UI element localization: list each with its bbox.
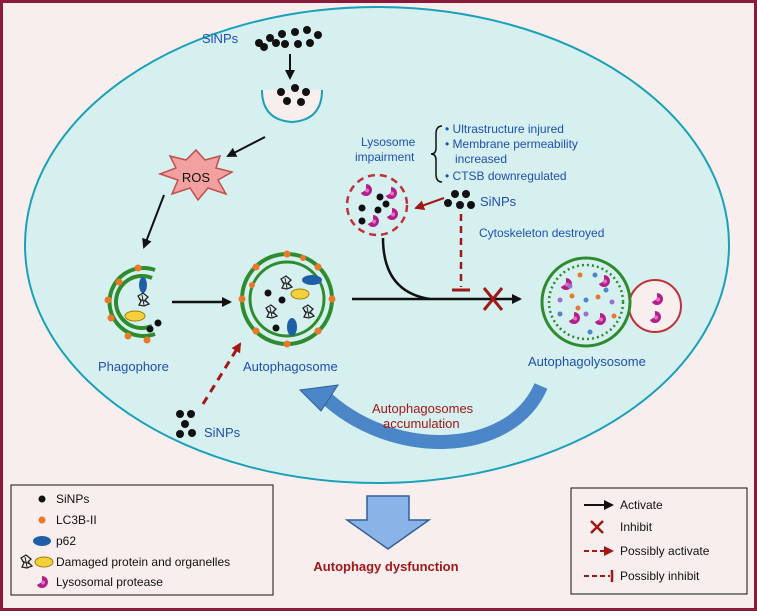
legend-left-label-4: Lysosomal protease: [56, 575, 163, 589]
autophagolysosome-label: Autophagolysosome: [528, 354, 646, 369]
sinps-to-ros-arrow: [226, 136, 266, 157]
ros-to-phagophore-arrow: [142, 194, 165, 249]
endocytic-pit: [261, 89, 323, 124]
ros-label: ROS: [182, 170, 211, 185]
lysosome-impairment-label-line1: Lysosome: [361, 135, 416, 149]
cytoskeleton-label: Cytoskeleton destroyed: [479, 226, 604, 240]
ros-starburst: [157, 148, 234, 202]
bullet-ctsb: • CTSB downregulated: [445, 169, 567, 183]
dysfunction-down-arrow: [344, 495, 432, 550]
legend-right-label-3: Possibly inhibit: [620, 569, 700, 583]
phagophore-label: Phagophore: [98, 359, 169, 374]
legend-left-label-1: LC3B-II: [56, 513, 97, 527]
accumulation-curve: [318, 382, 548, 449]
autophagosome: [238, 250, 336, 348]
accumulation-label-line1: Autophagosomes: [372, 401, 474, 416]
sinps-top-label: SiNPs: [202, 31, 239, 46]
sinp-dot-icon: [38, 495, 46, 503]
legend-right-label-1: Inhibit: [620, 520, 653, 534]
phagophore: [104, 264, 162, 344]
autophagosome-label: Autophagosome: [243, 359, 338, 374]
possibly-activate-arrow: [201, 342, 242, 405]
bullet-permeability-line1: • Membrane permeability: [445, 137, 578, 151]
sinps-to-lysosome-arrow: [414, 197, 445, 211]
legend-left-label-3: Damaged protein and organelles: [56, 555, 230, 569]
inhibit-x-icon: [482, 287, 504, 311]
autophagolysosome: [540, 256, 682, 348]
bullet-permeability-line2: increased: [455, 152, 507, 166]
lysosome-impairment-label-line2: impairment: [355, 150, 415, 164]
sinps-bottom-cluster: [176, 410, 196, 438]
lysosome-input-curve: [381, 237, 431, 301]
red-x-icon: [590, 520, 604, 534]
bullet-ultrastructure: • Ultrastructure injured: [445, 122, 564, 136]
legend-left-box: [10, 484, 274, 596]
sinps-bottom-label: SiNPs: [204, 425, 241, 440]
sinps-mid-label: SiNPs: [480, 194, 517, 209]
accumulation-label-line2: accumulation: [383, 416, 460, 431]
dysfunction-label: Autophagy dysfunction: [313, 559, 458, 574]
accumulation-arrowhead: [298, 384, 340, 412]
sinps-top-cluster: [255, 26, 322, 51]
legend-left-label-0: SiNPs: [56, 492, 89, 506]
p62-oval-icon: [33, 536, 51, 546]
lc3b-dot-icon: [38, 516, 46, 524]
damaged-protein-icon: [20, 554, 54, 569]
cell-body: [24, 6, 730, 484]
dashed-tbar-icon: [584, 570, 614, 582]
legend-right-label-2: Possibly activate: [620, 544, 710, 558]
damaged-lysosome: [345, 173, 409, 237]
legend-right-label-0: Activate: [620, 498, 663, 512]
sinps-mid-cluster: [444, 190, 475, 209]
sinps-internalized: [277, 84, 310, 106]
legend-left-label-2: p62: [56, 534, 76, 548]
impairment-bracket: [430, 125, 443, 183]
